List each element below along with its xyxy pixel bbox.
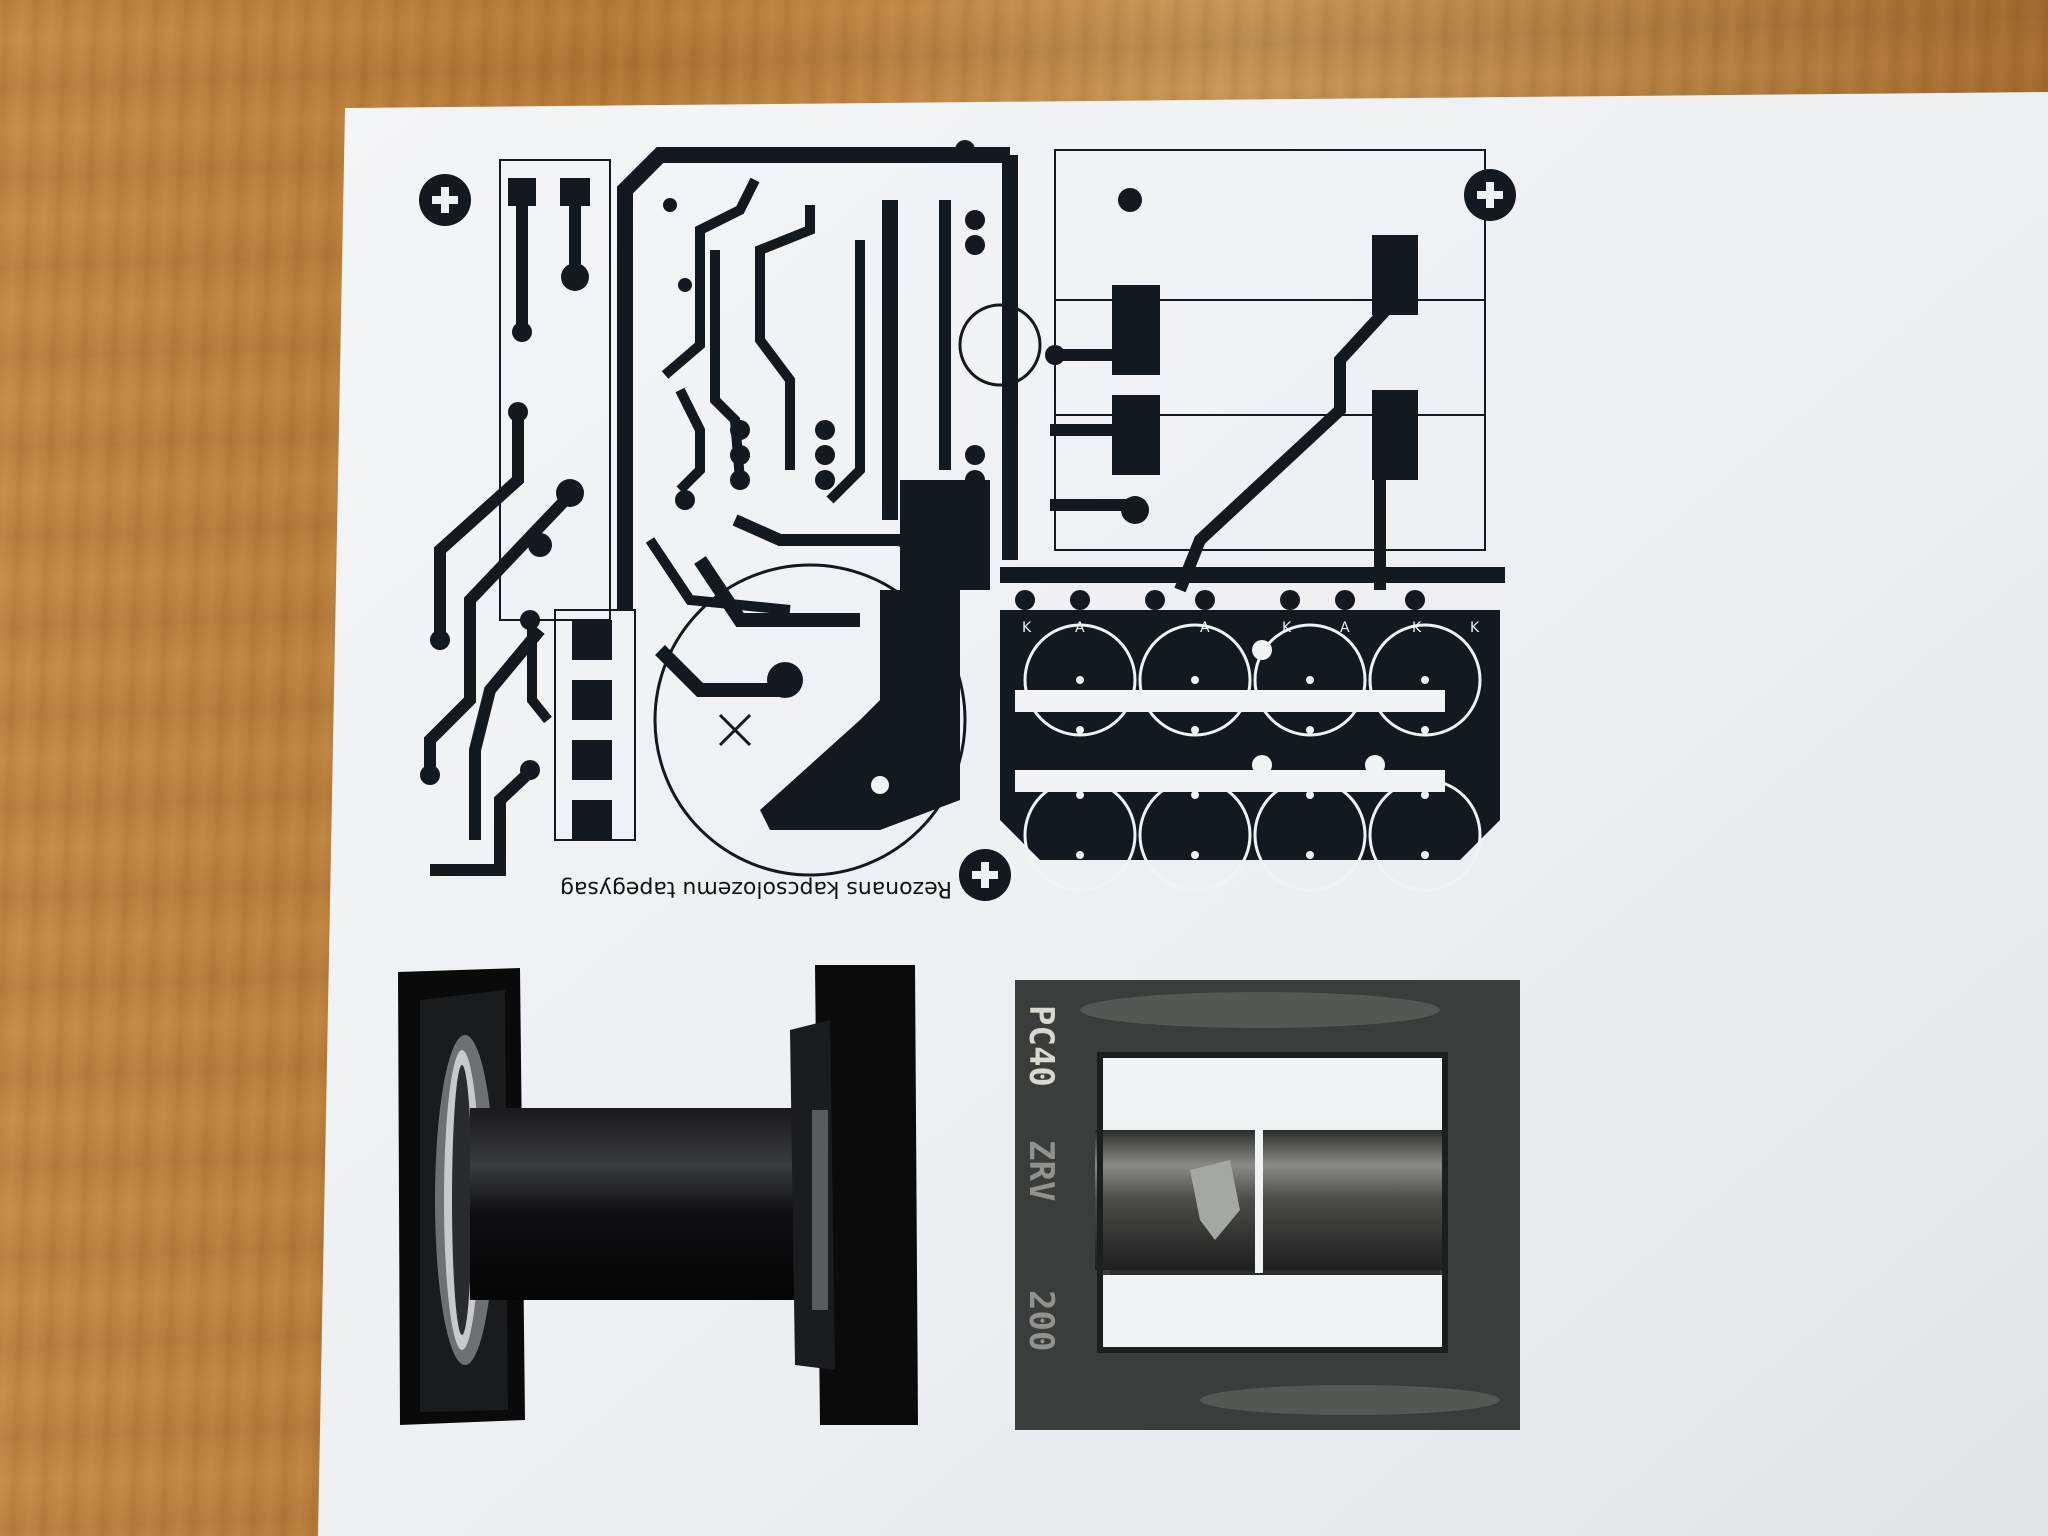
core-marking-pc40: PC40 xyxy=(1021,1005,1061,1087)
pad-letter: A xyxy=(1075,620,1085,636)
pour-holes xyxy=(871,640,1429,859)
pcb-caption: Rezonans kapcsolozemu tapegysag xyxy=(560,876,952,901)
pad-letter: K xyxy=(1412,620,1422,636)
mounting-hole-icon xyxy=(1464,169,1516,221)
pad-letter: K xyxy=(1282,620,1292,636)
core-marking-zrv: ZRV xyxy=(1021,1140,1061,1201)
transformer-bobbin xyxy=(398,965,918,1425)
mounting-hole-icon xyxy=(419,174,471,226)
capacitor-bank xyxy=(1023,623,1482,892)
pad-letter: A xyxy=(1340,620,1350,636)
mounting-hole-icon xyxy=(959,849,1011,901)
pad-letters: K A A K A K K xyxy=(1022,620,1480,636)
pcb-pads xyxy=(420,140,1425,840)
pad-letter: A xyxy=(1200,620,1210,636)
cross-mark xyxy=(718,713,752,747)
pad-letter: K xyxy=(1470,620,1480,636)
ferrite-core: PC40 ZRV 200 xyxy=(1015,980,1520,1430)
core-marking-200: 200 xyxy=(1021,1290,1061,1351)
pad-letter: K xyxy=(1022,620,1032,636)
